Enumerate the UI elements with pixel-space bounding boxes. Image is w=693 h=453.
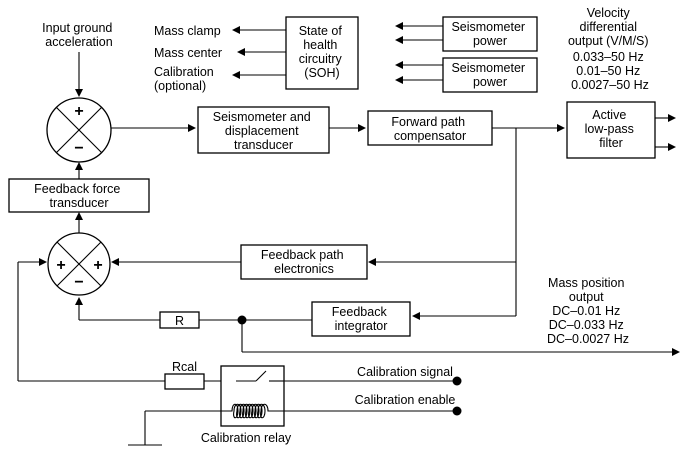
svg-text:Seismometer power: Seismometer power bbox=[451, 20, 528, 48]
svg-text:Rcal: Rcal bbox=[172, 360, 197, 374]
top-minus-sign: − bbox=[74, 140, 83, 157]
feedback-integrator-block: Feedback integrator bbox=[311, 301, 411, 337]
seismometer-transducer-block: Seismometer and displacement transducer bbox=[197, 106, 330, 154]
summing-junction-bottom: + + − bbox=[47, 232, 111, 296]
resistor-r: R bbox=[159, 311, 200, 329]
svg-text:Seismometer and displace: Seismometer and displacement transducer bbox=[213, 110, 314, 152]
feedback-force-transducer-block: Feedback force transducer bbox=[8, 178, 150, 213]
resistor-rcal: Rcal bbox=[164, 360, 205, 390]
svg-text:Active low-pass fi: Active low-pass filter bbox=[585, 108, 638, 150]
svg-text:Forward path compensator: Forward path compensator bbox=[391, 115, 468, 143]
svg-text:Feedback path electronic: Feedback path electronics bbox=[261, 248, 347, 276]
bottom-right-plus-sign: + bbox=[93, 257, 102, 274]
mass-center-label: Mass center bbox=[154, 46, 222, 60]
forward-path-compensator-block: Forward path compensator bbox=[367, 110, 493, 146]
calibration-optional-label: Calibration (optional) bbox=[154, 65, 217, 93]
mass-position-output-label: Mass position output DC–0.01 Hz DC–0.033… bbox=[547, 276, 629, 346]
active-lowpass-filter-block: Active low-pass filter bbox=[566, 101, 656, 159]
feedback-path-electronics-block: Feedback path electronics bbox=[240, 244, 368, 280]
seismometer-power-block-2: Seismometer power bbox=[442, 57, 538, 93]
top-plus-sign: + bbox=[74, 103, 83, 120]
svg-text:Feedback integrator: Feedback integrator bbox=[332, 305, 390, 333]
seismometer-power-block-1: Seismometer power bbox=[442, 16, 538, 52]
calibration-signal-label: Calibration signal bbox=[357, 365, 453, 379]
svg-text:State of health ci: State of health circuitry (SOH) bbox=[299, 24, 346, 80]
bottom-minus-sign: − bbox=[74, 274, 83, 291]
input-ground-label: Input ground acceleration bbox=[42, 21, 116, 49]
calibration-relay-label: Calibration relay bbox=[201, 431, 292, 445]
summing-junction-top: + − bbox=[46, 97, 112, 163]
svg-text:Seismometer power: Seismometer power bbox=[451, 61, 528, 89]
calibration-enable-label: Calibration enable bbox=[355, 393, 456, 407]
svg-text:Feedback force transduce: Feedback force transducer bbox=[34, 182, 124, 210]
soh-circuitry-block: State of health circuitry (SOH) bbox=[285, 16, 359, 90]
velocity-output-label: Velocity differential output (V/M/S) 0.0… bbox=[568, 6, 652, 92]
mass-clamp-label: Mass clamp bbox=[154, 24, 221, 38]
svg-text:R: R bbox=[175, 314, 184, 328]
calibration-relay: Calibration relay bbox=[201, 365, 292, 445]
bottom-left-plus-sign: + bbox=[56, 257, 65, 274]
